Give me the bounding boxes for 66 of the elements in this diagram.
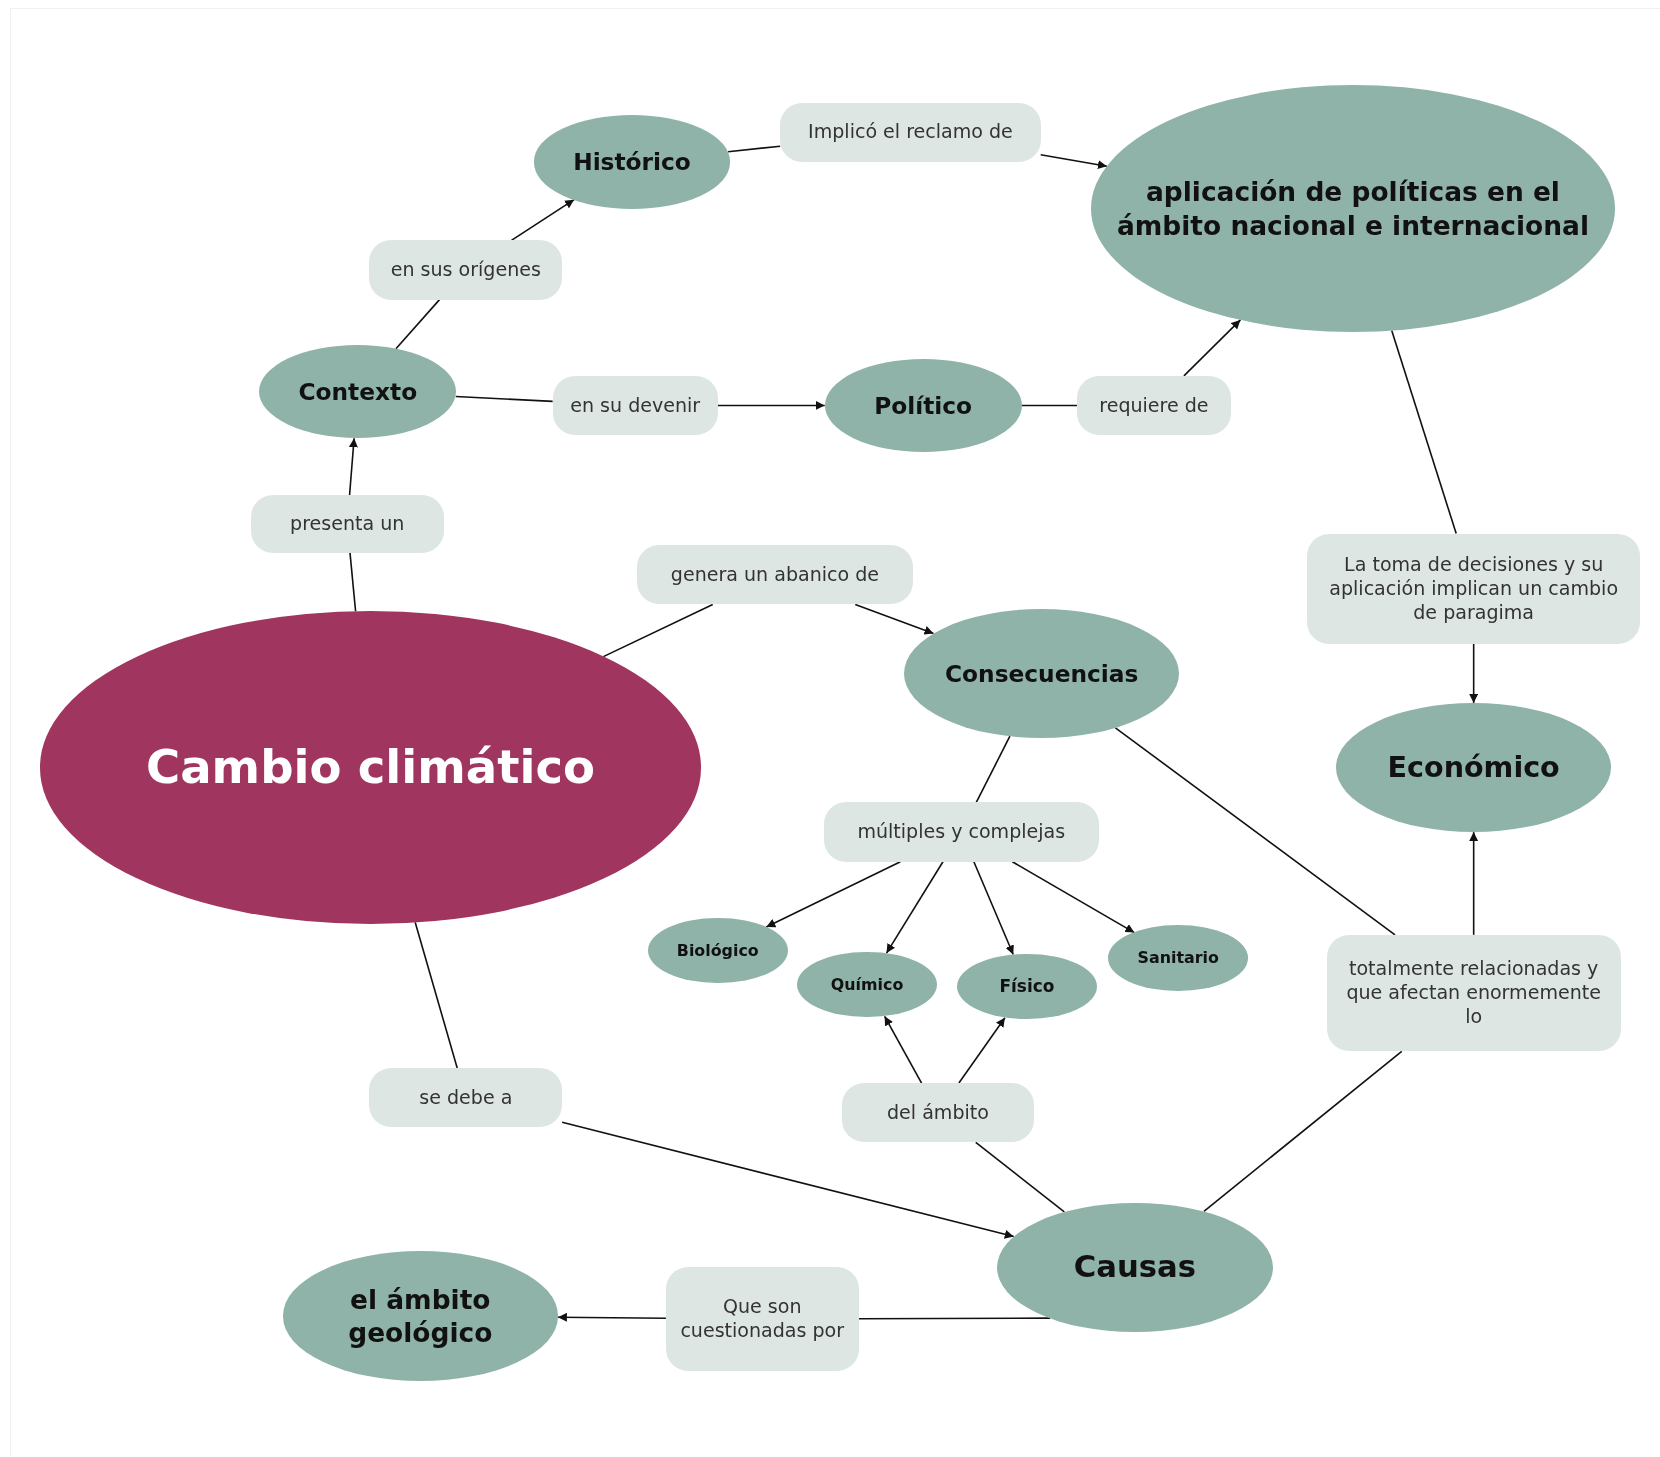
- arrow: [510, 198, 575, 242]
- connector-line: [1390, 329, 1457, 535]
- linking-phrase-box: [552, 375, 718, 436]
- node-label: Químico: [830, 974, 904, 995]
- connector-line: [454, 395, 554, 403]
- node-label: Biológico: [676, 940, 759, 961]
- node-label: el ámbito geológico: [347, 1282, 494, 1349]
- node-label: aplicación de políticas en el ámbito nacional e internacional: [1115, 175, 1590, 242]
- node-label: se debe a: [419, 1085, 513, 1110]
- node-label: La toma de decisiones y su aplicación implican un cambio de paragima: [1328, 552, 1620, 625]
- linking-phrase-box: [250, 495, 444, 553]
- node-label: Político: [874, 390, 973, 420]
- linking-phrase-box: [780, 102, 1041, 162]
- node-label: en su devenir: [570, 393, 701, 418]
- arrow: [883, 1015, 923, 1084]
- connector-line: [602, 603, 714, 658]
- node-label: del ámbito: [887, 1100, 989, 1125]
- connector-line: [727, 145, 782, 153]
- connector-line: [857, 1317, 1051, 1320]
- arrow: [348, 437, 358, 497]
- node-label: Sanitario: [1137, 948, 1219, 968]
- node-label: requiere de: [1099, 393, 1209, 418]
- linking-phrase-box: [369, 240, 563, 300]
- node-label: totalmente relacionadas y que afectan enormemente lo: [1345, 957, 1602, 1029]
- connector-line: [975, 735, 1011, 804]
- node-label: Que son cuestionadas por: [679, 1295, 845, 1343]
- node-label: Físico: [999, 976, 1055, 998]
- arrow: [557, 1312, 667, 1322]
- arrow: [1183, 319, 1242, 377]
- connector-line: [1114, 727, 1396, 936]
- linking-phrase-box: [823, 802, 1099, 862]
- arrow: [973, 860, 1015, 956]
- linking-phrase-box: [841, 1083, 1035, 1143]
- connector-line: [974, 1141, 1066, 1213]
- arrow: [854, 603, 935, 635]
- arrow: [1011, 860, 1136, 934]
- node-label: presenta un: [290, 512, 405, 536]
- connector-line: [1203, 1050, 1403, 1213]
- connector-line: [349, 551, 357, 613]
- linking-phrase-box: [369, 1068, 563, 1128]
- linking-phrase-box: [637, 545, 913, 605]
- node-label: Contexto: [298, 377, 418, 407]
- connector-line: [414, 921, 459, 1069]
- node-label: Cambio climático: [146, 739, 596, 797]
- arrow: [1469, 831, 1479, 936]
- node-label: Consecuencias: [945, 658, 1139, 688]
- linking-phrase-box: [1307, 533, 1640, 644]
- linking-phrase-box: [665, 1267, 859, 1371]
- arrow: [765, 860, 902, 928]
- arrow: [1039, 153, 1108, 170]
- connector-line: [1020, 404, 1078, 407]
- arrow: [717, 400, 826, 410]
- node-label: Económico: [1387, 749, 1560, 786]
- arrow: [885, 860, 944, 954]
- arrow: [1469, 642, 1479, 704]
- linking-phrase-box: [1077, 375, 1231, 436]
- node-label: en sus orígenes: [390, 258, 541, 282]
- node-label: Histórico: [573, 147, 691, 177]
- node-label: Implicó el reclamo de: [808, 120, 1013, 145]
- linking-phrase-box: [1326, 934, 1621, 1052]
- arrow: [958, 1017, 1006, 1084]
- node-label: Causas: [1073, 1248, 1197, 1287]
- connector-line: [395, 298, 441, 350]
- arrow: [561, 1121, 1015, 1239]
- node-label: genera un abanico de: [670, 562, 879, 587]
- node-label: múltiples y complejas: [857, 820, 1066, 844]
